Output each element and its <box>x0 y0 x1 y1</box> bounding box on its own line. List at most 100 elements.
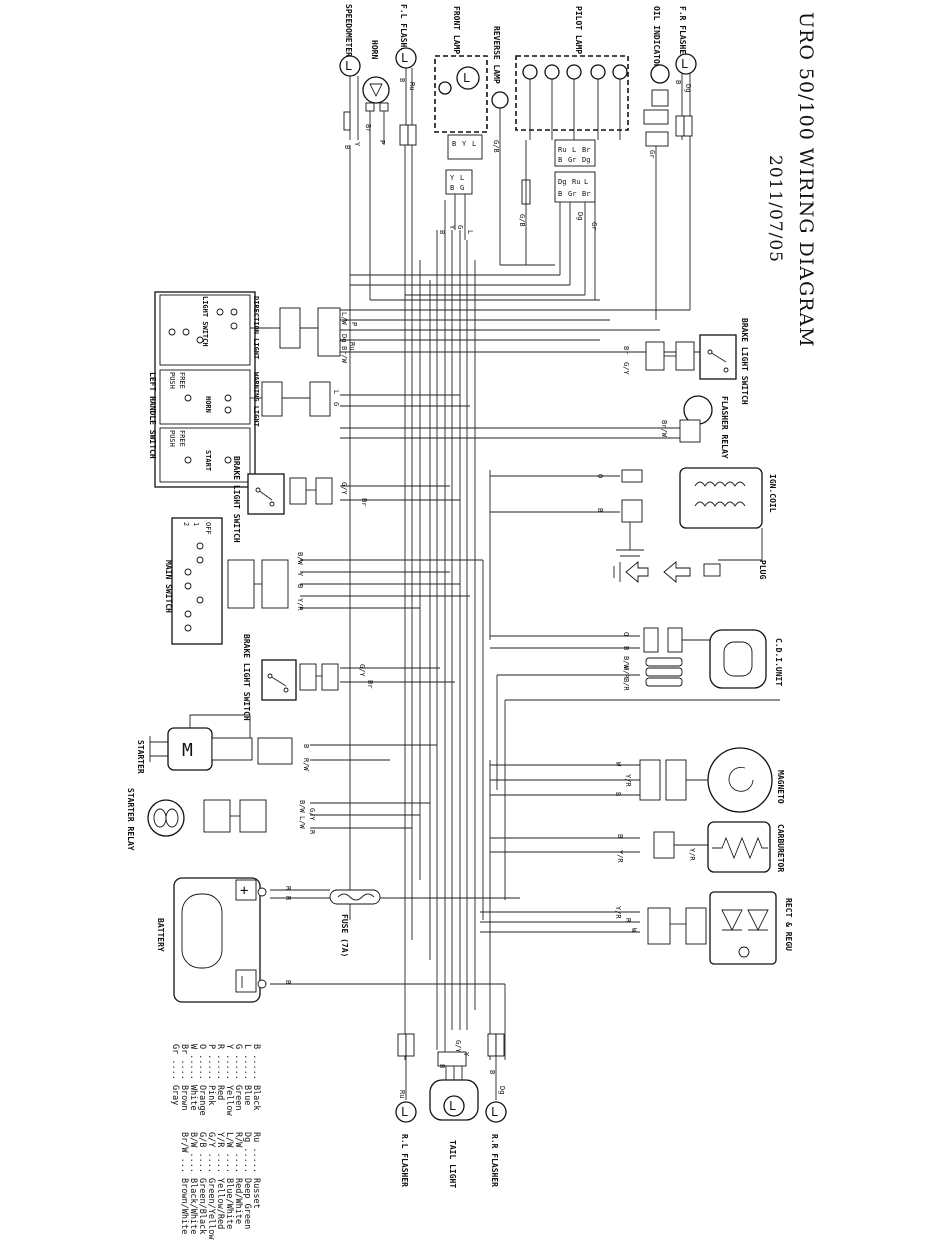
svg-text:B/W: B/W <box>296 552 304 565</box>
horn: HORN Br P <box>362 40 390 145</box>
battery-label: BATTERY <box>156 918 165 952</box>
speedometer: SPEEDOMETER L B Y <box>339 4 361 149</box>
f-l-flasher-label: F.L FLASHER <box>399 4 408 57</box>
oil-indicator-label: OIL INDICATOR <box>652 6 661 69</box>
svg-text:B: B <box>438 230 446 234</box>
svg-text:B: B <box>558 190 562 198</box>
svg-text:Ru: Ru <box>348 342 356 350</box>
horn-label: HORN <box>370 40 379 59</box>
fuse: FUSE (7A) <box>329 889 381 957</box>
main-switch: OFF 1 2 MAIN SWITCH B/W Y B Y/R <box>164 517 304 645</box>
legend-item: Dg ..... Deep Green <box>242 1132 252 1229</box>
svg-text:+: + <box>240 883 248 899</box>
svg-text:Ru: Ru <box>572 178 580 186</box>
svg-text:L: L <box>449 1099 456 1113</box>
main-switch-label: MAIN SWITCH <box>164 560 173 613</box>
svg-text:L: L <box>401 51 408 65</box>
svg-text:OFF: OFF <box>204 522 212 535</box>
svg-text:1: 1 <box>192 522 200 526</box>
front-lamp: FRONT LAMP L B Y L Y L B G B Y G L <box>434 6 488 240</box>
legend-item: R/W .... Red/White <box>233 1132 243 1224</box>
svg-text:B: B <box>343 145 351 149</box>
svg-text:Dg: Dg <box>558 178 566 186</box>
magneto: MAGNETO W Y/R B <box>614 747 785 813</box>
legend-left: B ..... Black L ..... Blue G ..... Green… <box>170 1044 261 1117</box>
svg-text:Br: Br <box>582 190 590 198</box>
svg-text:Dg: Dg <box>498 1086 506 1094</box>
svg-text:G: G <box>332 402 340 406</box>
r-l-flasher-label: R.L FLASHER <box>400 1134 409 1187</box>
f-r-flasher-label: F.R FLASHER <box>678 6 687 59</box>
speedometer-label: SPEEDOMETER <box>344 4 353 57</box>
svg-text:L/W: L/W <box>340 312 348 325</box>
front-lamp-label: FRONT LAMP <box>452 6 461 54</box>
brake-light-switch-2: G/Y Br BRAKE LIGHT SWITCH <box>232 456 368 543</box>
svg-text:Gr: Gr <box>590 222 598 230</box>
svg-text:B: B <box>596 508 604 512</box>
svg-text:O: O <box>596 474 604 478</box>
legend-item: O ..... Orange <box>197 1044 207 1116</box>
svg-text:Br/W: Br/W <box>340 346 348 364</box>
svg-text:B: B <box>302 744 310 748</box>
legend-item: L ..... Blue <box>242 1044 252 1105</box>
svg-text:G: G <box>460 184 464 192</box>
svg-text:B: B <box>616 834 624 838</box>
svg-text:B: B <box>398 78 406 82</box>
svg-text:B: B <box>488 1070 496 1074</box>
brake-light-switch-3: G/Y Br BRAKE LIGHT SWITCH <box>242 634 374 721</box>
rect-regu: RECT & REGU Y/R R W <box>614 891 793 965</box>
harness-vertical-bus <box>349 140 506 1060</box>
svg-text:Ru: Ru <box>558 146 566 154</box>
svg-text:Gr: Gr <box>568 190 576 198</box>
svg-text:Br: Br <box>582 146 590 154</box>
svg-text:L: L <box>491 1105 498 1119</box>
svg-text:Gr: Gr <box>648 150 656 158</box>
brake-light-switch-3-label: BRAKE LIGHT SWITCH <box>242 634 251 721</box>
svg-text:Y: Y <box>462 1052 470 1057</box>
svg-text:Ru: Ru <box>408 82 416 90</box>
svg-text:R: R <box>284 896 292 901</box>
flasher-relay: FLASHER RELAY Br/W <box>660 395 729 459</box>
r-r-flasher: L B Dg R.R FLASHER <box>485 1033 507 1187</box>
legend-item: Y ..... Yellow <box>224 1044 234 1117</box>
svg-text:Y: Y <box>448 225 456 230</box>
svg-text:Y: Y <box>296 572 304 577</box>
svg-text:B: B <box>622 646 630 650</box>
svg-text:Y/R: Y/R <box>296 598 304 611</box>
r-r-flasher-label: R.R FLASHER <box>490 1134 499 1187</box>
legend-item: W ..... White <box>188 1044 198 1111</box>
svg-text:W: W <box>630 928 638 933</box>
svg-text:L: L <box>681 57 688 71</box>
svg-text:R: R <box>308 830 316 835</box>
left-handle-switch-label: LEFT HANDLE SWITCH <box>148 372 157 459</box>
left-handle-switch: DIRECTION LIGHT LIGHT SWITCH WARNING LIG… <box>148 291 358 488</box>
svg-text:G: G <box>456 225 464 229</box>
brake-light-switch-2-label: BRAKE LIGHT SWITCH <box>232 456 241 543</box>
svg-text:Y/R: Y/R <box>688 848 696 861</box>
svg-text:Br: Br <box>360 498 368 506</box>
legend-item: L/W .... Blue/White <box>224 1132 234 1229</box>
legend-item: B ..... Black <box>251 1044 261 1111</box>
starter-relay: STARTER RELAY B/W G/Y L/W R <box>126 788 316 851</box>
svg-text:B: B <box>674 80 682 84</box>
harness-horizontal-runs <box>270 264 780 1060</box>
rect-regu-label: RECT & REGU <box>784 898 793 951</box>
reverse-lamp-label: REVERSE LAMP <box>492 26 501 84</box>
magneto-label: MAGNETO <box>776 770 785 804</box>
svg-text:Y/R: Y/R <box>616 850 624 863</box>
svg-text:Dg: Dg <box>684 84 692 92</box>
svg-text:Gr: Gr <box>568 156 576 164</box>
svg-text:Br: Br <box>622 346 630 354</box>
svg-text:Dg: Dg <box>582 156 590 164</box>
tail-light: L G/Y B Y TAIL LIGHT <box>429 1040 479 1188</box>
plug-label: PLUG <box>758 560 767 579</box>
svg-text:L: L <box>463 71 470 85</box>
pilot-lamp-label: PILOT LAMP <box>574 6 583 54</box>
svg-text:W: W <box>614 762 622 767</box>
svg-text:Y: Y <box>353 142 361 147</box>
svg-text:G/Y: G/Y <box>340 482 348 495</box>
starter-label: STARTER <box>136 740 145 774</box>
svg-text:Y/R: Y/R <box>624 774 632 787</box>
f-r-flasher: F.R FLASHER L B Dg <box>674 6 697 310</box>
